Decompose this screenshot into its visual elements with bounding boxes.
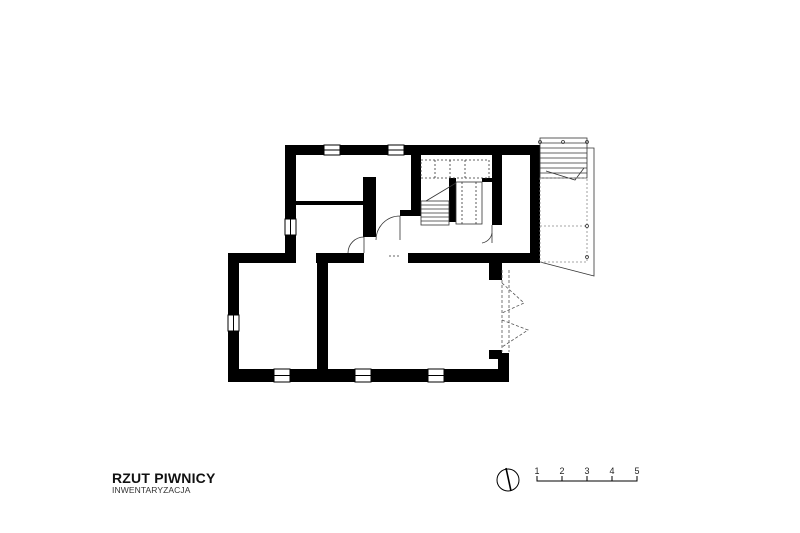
stairs-interior (420, 159, 490, 226)
wall (296, 201, 376, 205)
wall (482, 178, 492, 182)
wall (530, 145, 540, 263)
north-arrow-needle (505, 467, 512, 492)
scale-tick-5: 5 (634, 466, 639, 476)
wall (228, 253, 296, 263)
scale-tick-2: 2 (559, 466, 564, 476)
wall (489, 350, 502, 359)
wall (363, 177, 376, 237)
stairs-exterior (538, 137, 595, 277)
wall (489, 262, 502, 280)
north-arrow (496, 467, 520, 492)
wall (492, 155, 502, 225)
drawing-subtitle: INWENTARYZACJA (112, 485, 191, 495)
windows (227, 144, 445, 383)
drawing-title: RZUT PIWNICY (112, 470, 216, 486)
scale-bar: 1 2 3 4 5 (534, 466, 640, 482)
north-arrow-circle (496, 468, 520, 492)
walls (228, 145, 540, 382)
wall (449, 178, 456, 222)
wall (408, 253, 540, 263)
wall (411, 155, 421, 216)
exterior-double-door (501, 270, 529, 352)
door-swings (347, 215, 493, 257)
wall (400, 210, 421, 216)
scale-bar-line (536, 476, 638, 482)
wall (285, 145, 296, 263)
wall (317, 263, 328, 371)
scale-tick-3: 3 (584, 466, 589, 476)
wall (285, 145, 540, 155)
wall (316, 253, 364, 263)
scale-tick-4: 4 (609, 466, 614, 476)
scale-tick-1: 1 (534, 466, 539, 476)
wall (498, 353, 509, 382)
